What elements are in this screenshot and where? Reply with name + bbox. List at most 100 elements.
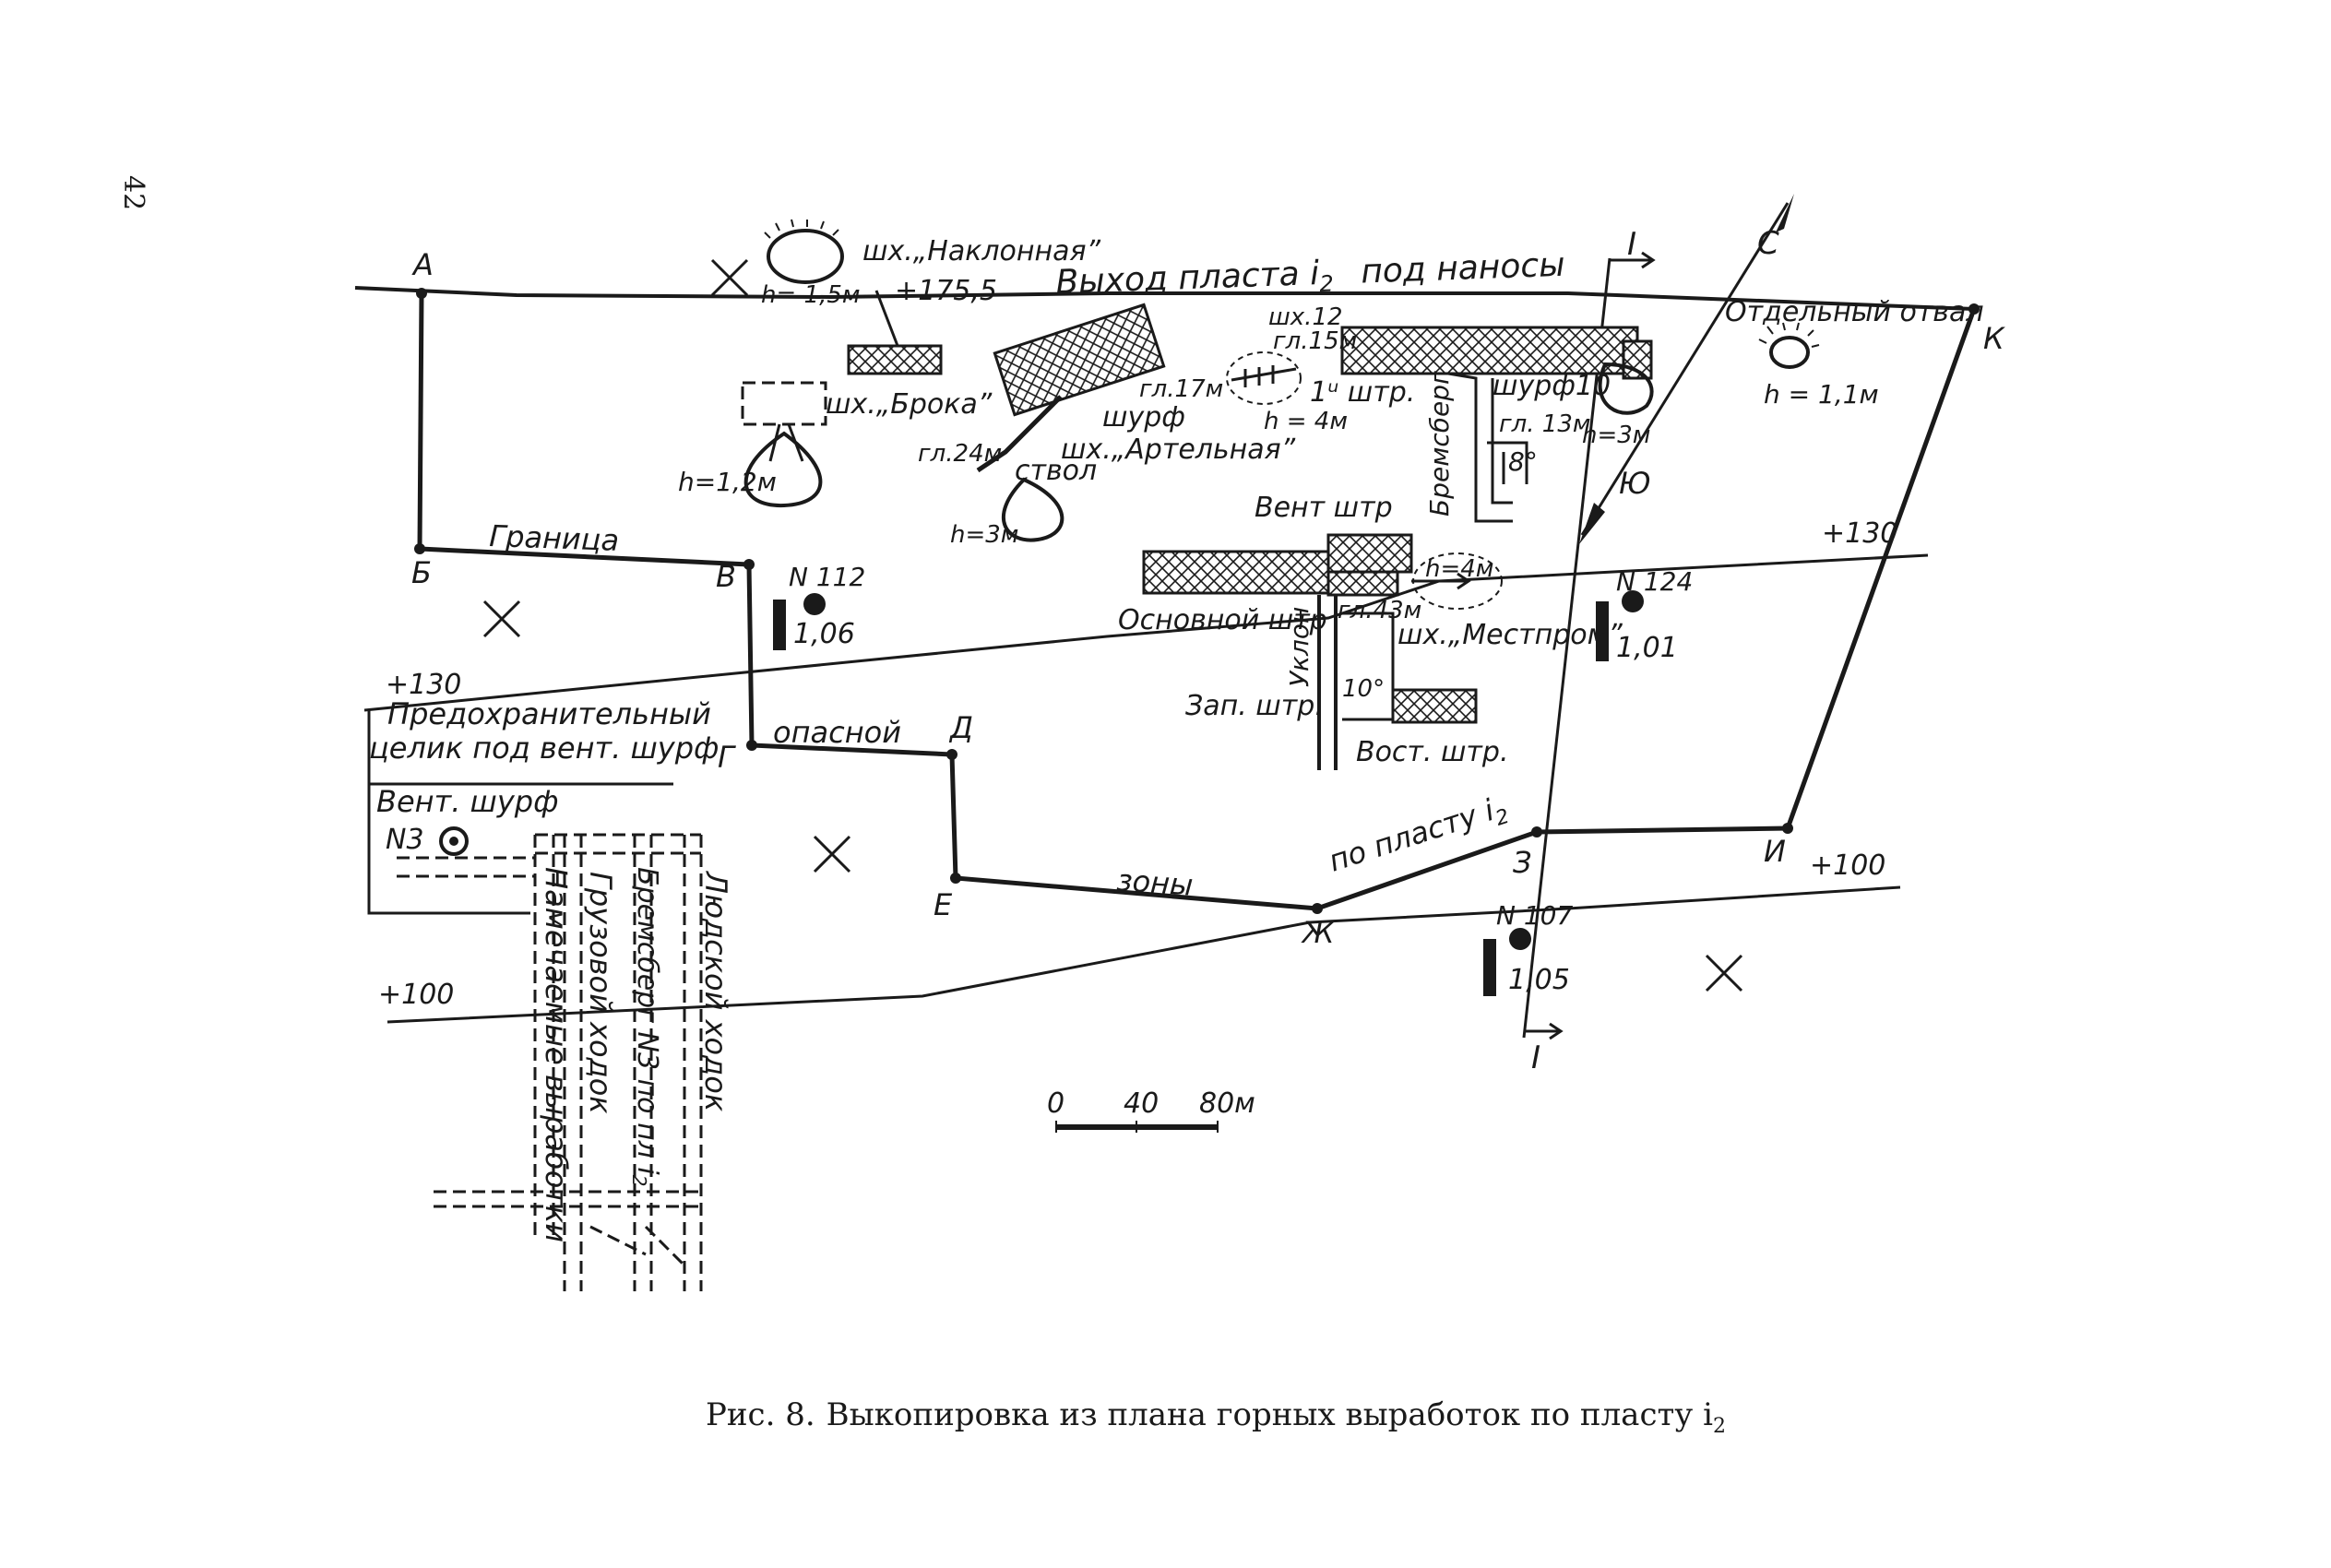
artelnaya-gl17: гл.17м	[1139, 375, 1223, 403]
artelnaya-stvol: ствол	[1015, 455, 1097, 487]
boundary-word-granica: Граница	[489, 518, 620, 558]
outcrop-line	[354, 286, 1975, 311]
point-e-dot	[950, 873, 961, 884]
contour-130	[363, 553, 1929, 712]
artelnaya-gl24: гл.24м	[918, 440, 1002, 468]
bremsberg-angle: 8°	[1508, 446, 1538, 477]
point-g-dot	[746, 740, 757, 751]
vent-shurf-label: Вент. шурф	[376, 784, 558, 819]
otval-h: h = 1,1м	[1764, 379, 1879, 410]
section-mark-top-arrow	[1610, 251, 1656, 269]
sh12-shtr1: 1ᵘ штр.	[1310, 376, 1415, 409]
sh12-gl15: гл.15м	[1273, 327, 1357, 355]
point-k-dot	[1968, 303, 1980, 315]
mestprom-label: шх.„Местпром”	[1397, 619, 1623, 651]
borehole-107-value: 1,05	[1508, 964, 1570, 996]
uklon-angle: 10°	[1342, 675, 1385, 703]
artelnaya-h: h=3м	[950, 521, 1018, 549]
mine-broka: шх.„Брока” h=1,2м	[678, 381, 993, 508]
scale-0: 0	[1047, 1087, 1064, 1120]
otval-label: Отдельный отвал	[1725, 296, 1984, 328]
boundary-word-zony: зоны	[1115, 862, 1194, 903]
borehole-124-number: N 124	[1616, 566, 1693, 597]
mine-sh12: шх.12 гл.15м 1ᵘ штр. h = 4м	[1226, 303, 1653, 435]
artelnaya-label: шх.„Артельная”	[1061, 434, 1296, 466]
mine-shurf10: шурф10 гл. 13м h=3м Бремсберг 8°	[1424, 362, 1654, 523]
boundary-word-po-plastu: по пласту i2	[1325, 789, 1513, 885]
broka-h: h=1,2м	[678, 467, 777, 497]
uklon-label: Уклон	[1284, 607, 1314, 687]
osnovnoy-label: Основной штр	[1118, 604, 1327, 636]
mestprom-h4: h=4м	[1425, 555, 1493, 583]
borehole-107-number: N 107	[1496, 900, 1573, 931]
contour-100-right-label: +100	[1810, 849, 1885, 882]
mine-naklonnaya: шх.„Наклонная” +175,5 h= 1,5м	[761, 219, 1101, 375]
point-zh: Ж	[1301, 915, 1336, 950]
planned-lyudskoy: Людской ходок	[698, 871, 733, 1112]
planned-namech: Намечаемые выработки	[539, 867, 574, 1242]
planned-bremsberg: Бремсберг N3 по пл i2	[628, 867, 663, 1186]
shurf10-label: шурф10	[1493, 370, 1611, 402]
artelnaya-shurf: шурф	[1102, 401, 1185, 434]
contour-130-left-label: +130	[386, 669, 461, 701]
south-label: Ю	[1619, 466, 1651, 501]
north-arrow-head	[1776, 194, 1794, 232]
point-b: Б	[411, 555, 432, 590]
point-z-dot	[1531, 826, 1542, 837]
point-i-dot	[1782, 823, 1793, 834]
section-mark-bottom: I	[1531, 1039, 1540, 1076]
sh12-h4: h = 4м	[1264, 408, 1348, 435]
point-zh-dot	[1312, 903, 1323, 914]
naklonnaya-h: h= 1,5м	[761, 281, 861, 309]
safety-pillar: Предохранительный целик под вент. шурф В…	[367, 696, 719, 878]
borehole-112-value: 1,06	[793, 618, 855, 650]
point-z: З	[1513, 845, 1532, 880]
page-number: 42	[117, 175, 149, 210]
point-d: Д	[948, 710, 973, 745]
scale-bar: 0 40 80м	[1047, 1087, 1255, 1133]
mine-mestprom: Вент штр Основной штр гл.43м h=4м шх.„Ме…	[1118, 492, 1623, 770]
point-k: К	[1983, 321, 2005, 356]
point-a: А	[411, 247, 434, 282]
scale-40: 40	[1124, 1087, 1159, 1120]
vent-shtr-label: Вент штр	[1255, 492, 1393, 524]
borehole-107: N 107 1,05	[1483, 900, 1573, 996]
bremsberg-label: Бремсберг	[1424, 371, 1455, 517]
point-i: И	[1764, 834, 1786, 869]
borehole-112-number: N 112	[789, 562, 865, 592]
planned-gruzovoy: Грузовой ходок	[583, 872, 618, 1114]
mine-artelnaya: шх.„Артельная” шурф гл.17м гл.24м ствол …	[918, 303, 1296, 549]
predokhr-line1: Предохранительный	[387, 696, 711, 731]
point-d-dot	[946, 749, 957, 760]
borehole-124-value: 1,01	[1616, 632, 1678, 664]
figure-caption: Рис. 8.Выкопировка из плана горных выраб…	[706, 1396, 1726, 1438]
zap-shtr-label: Зап. штр.	[1185, 690, 1324, 722]
section-line	[1522, 257, 1611, 1039]
point-v: В	[716, 559, 736, 594]
naklonnaya-label: шх.„Наклонная”	[862, 235, 1101, 267]
vost-shtr-label: Вост. штр.	[1356, 736, 1508, 768]
broka-label: шх.„Брока”	[826, 388, 993, 421]
otval: Отдельный отвал h = 1,1м	[1725, 296, 1984, 410]
mestprom-gl43: гл.43м	[1338, 597, 1421, 624]
section-mark-bottom-arrow	[1524, 1022, 1564, 1040]
contour-100	[387, 885, 1901, 1024]
section-mark-top: I	[1627, 226, 1636, 263]
boundary-word-opasnoy: опасной	[773, 715, 901, 750]
north-arrow-line	[1580, 202, 1790, 536]
sh12-label: шх.12	[1268, 303, 1343, 331]
vent-shurf-n3: N3	[386, 824, 424, 856]
cross-marks	[482, 258, 1743, 992]
shurf10-h3: h=3м	[1582, 422, 1650, 449]
planned-workings: Намечаемые выработки Грузовой ходок Брем…	[434, 833, 733, 1291]
predokhr-line2: целик под вент. шурф	[369, 731, 719, 766]
point-a-dot	[416, 288, 427, 299]
naklonnaya-elevation: +175,5	[895, 275, 997, 307]
danger-zone-boundary	[417, 292, 1977, 911]
point-v-dot	[743, 559, 755, 570]
north-label: С	[1757, 225, 1779, 262]
contour-130-right-label: +130	[1822, 517, 1897, 550]
point-e: Е	[934, 887, 953, 922]
point-g: Г	[718, 740, 736, 775]
